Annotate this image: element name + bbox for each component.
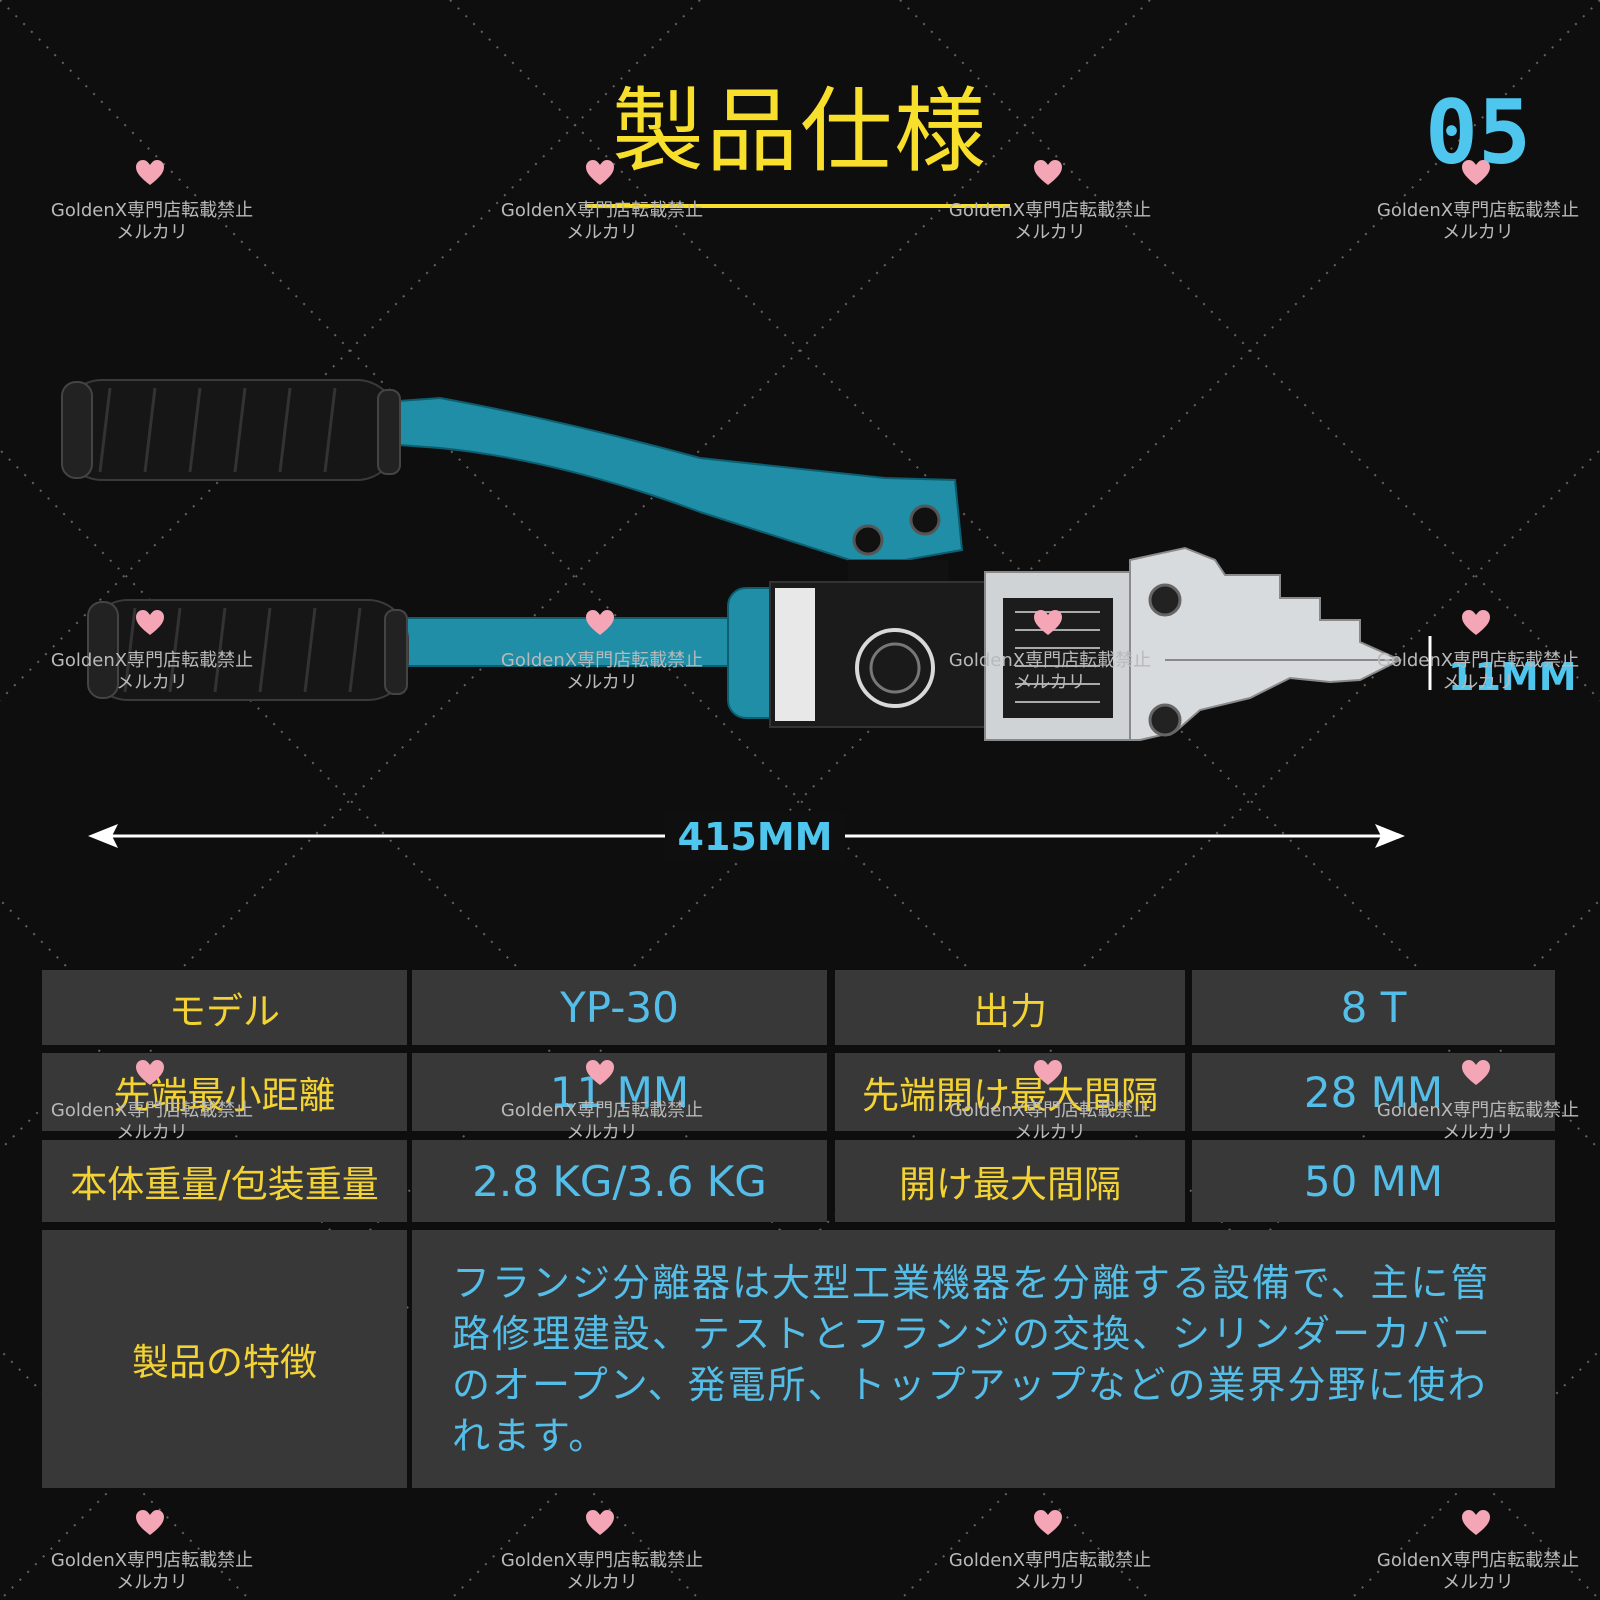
heart-icon	[1462, 1510, 1490, 1535]
spec-label-max-gap-text: 開け最大間隔	[899, 1163, 1121, 1206]
spec-value-features: フランジ分離器は大型工業機器を分離する設備で、主に管路修理建設、テストとフランジ…	[412, 1230, 1555, 1488]
watermark-line2: メルカリ	[566, 1572, 638, 1593]
watermark-line2: メルカリ	[116, 1572, 188, 1593]
spec-value-output-text: 8 T	[1340, 983, 1407, 1032]
spec-value-weight: 2.8 KG/3.6 KG	[412, 1140, 827, 1222]
watermark-line1: GoldenX専門店転載禁止	[50, 200, 254, 221]
spec-label-model-text: モデル	[169, 989, 280, 1033]
spec-label-weight-text: 本体重量/包装重量	[70, 1163, 379, 1206]
watermark-line2: メルカリ	[116, 672, 188, 693]
watermark-line1: GoldenX専門店転載禁止	[500, 1100, 704, 1121]
watermark: GoldenX専門店転載禁止 メルカリ	[1358, 1510, 1598, 1594]
watermark-line2: メルカリ	[566, 1122, 638, 1143]
spec-value-features-text: フランジ分離器は大型工業機器を分離する設備で、主に管路修理建設、テストとフランジ…	[452, 1261, 1493, 1458]
heart-icon	[136, 610, 164, 635]
spec-label-output-text: 出力	[973, 989, 1047, 1033]
watermark-line1: GoldenX専門店転載禁止	[948, 1550, 1152, 1571]
spec-label-features: 製品の特徴	[42, 1230, 407, 1488]
heart-icon	[1034, 1060, 1062, 1085]
watermark-line1: GoldenX専門店転載禁止	[50, 1550, 254, 1571]
watermark-line2: メルカリ	[1014, 222, 1086, 243]
watermark-line1: GoldenX専門店転載禁止	[50, 650, 254, 671]
hydraulic-flange-spreader-illustration	[61, 379, 1432, 741]
watermark: GoldenX専門店転載禁止 メルカリ	[930, 160, 1170, 244]
watermark: GoldenX専門店転載禁止 メルカリ	[482, 1060, 722, 1144]
watermark-line1: GoldenX専門店転載禁止	[1376, 1550, 1580, 1571]
watermark-line2: メルカリ	[566, 222, 638, 243]
watermark: GoldenX専門店転載禁止 メルカリ	[32, 610, 272, 694]
watermark-line2: メルカリ	[1014, 1572, 1086, 1593]
watermark-line2: メルカリ	[566, 672, 638, 693]
watermark-line1: GoldenX専門店転載禁止	[948, 650, 1152, 671]
watermark-line2: メルカリ	[116, 1122, 188, 1143]
watermark-line2: メルカリ	[116, 222, 188, 243]
watermark-line2: メルカリ	[1442, 672, 1514, 693]
total-length-label: 415MM	[665, 812, 845, 862]
watermark: GoldenX専門店転載禁止 メルカリ	[1358, 1060, 1598, 1144]
heart-icon	[1462, 160, 1490, 185]
heart-icon	[586, 1510, 614, 1535]
watermark-line1: GoldenX専門店転載禁止	[1376, 200, 1580, 221]
spec-label-features-text: 製品の特徴	[132, 1341, 317, 1384]
watermark: GoldenX専門店転載禁止 メルカリ	[930, 1510, 1170, 1594]
spec-value-max-tip-gap: 28 MM	[1192, 1053, 1555, 1131]
spec-value-output: 8 T	[1192, 970, 1555, 1045]
spec-label-model: モデル	[42, 970, 407, 1045]
watermark-line2: メルカリ	[1442, 222, 1514, 243]
heart-icon	[1034, 1510, 1062, 1535]
spec-value-max-tip-gap-text: 28 MM	[1303, 1067, 1444, 1117]
watermark: GoldenX専門店転載禁止 メルカリ	[482, 160, 722, 244]
heart-icon	[1462, 1060, 1490, 1085]
watermark: GoldenX専門店転載禁止 メルカリ	[482, 1510, 722, 1594]
spec-value-model-text: YP-30	[560, 983, 679, 1032]
watermark-line1: GoldenX専門店転載禁止	[500, 200, 704, 221]
spec-value-model: YP-30	[412, 970, 827, 1045]
spec-label-min-tip: 先端最小距離	[42, 1053, 407, 1131]
spec-value-max-gap: 50 MM	[1192, 1140, 1555, 1222]
watermark-line1: GoldenX専門店転載禁止	[948, 200, 1152, 221]
watermark-line1: GoldenX専門店転載禁止	[948, 1100, 1152, 1121]
watermark-line2: メルカリ	[1442, 1122, 1514, 1143]
watermark-line2: メルカリ	[1014, 672, 1086, 693]
watermark: GoldenX専門店転載禁止 メルカリ	[32, 1060, 272, 1144]
spec-label-output: 出力	[835, 970, 1185, 1045]
heart-icon	[136, 1060, 164, 1085]
watermark-line1: GoldenX専門店転載禁止	[500, 650, 704, 671]
watermark-line1: GoldenX専門店転載禁止	[50, 1100, 254, 1121]
spec-value-max-gap-text: 50 MM	[1303, 1156, 1444, 1206]
watermark: GoldenX専門店転載禁止 メルカリ	[32, 160, 272, 244]
heart-icon	[1462, 610, 1490, 635]
heart-icon	[136, 160, 164, 185]
heart-icon	[1034, 160, 1062, 185]
heart-icon	[136, 1510, 164, 1535]
spec-label-max-gap: 開け最大間隔	[835, 1140, 1185, 1222]
watermark: GoldenX専門店転載禁止 メルカリ	[32, 1510, 272, 1594]
watermark: GoldenX専門店転載禁止 メルカリ	[930, 1060, 1170, 1144]
heart-icon	[1034, 610, 1062, 635]
watermark: GoldenX専門店転載禁止 メルカリ	[1358, 610, 1598, 694]
watermark-line1: GoldenX専門店転載禁止	[500, 1550, 704, 1571]
heart-icon	[586, 160, 614, 185]
watermark: GoldenX専門店転載禁止 メルカリ	[930, 610, 1170, 694]
spec-label-max-tip-gap: 先端開け最大間隔	[835, 1053, 1185, 1131]
tip-width-label: 11MM	[1448, 655, 1577, 699]
spec-value-weight-text: 2.8 KG/3.6 KG	[472, 1156, 767, 1206]
spec-value-min-tip: 11 MM	[412, 1053, 827, 1131]
watermark: GoldenX専門店転載禁止 メルカリ	[482, 610, 722, 694]
heart-icon	[586, 610, 614, 635]
watermark: GoldenX専門店転載禁止 メルカリ	[1358, 160, 1598, 244]
spec-label-weight: 本体重量/包装重量	[42, 1140, 407, 1222]
title-underline	[585, 204, 1010, 208]
watermark-line1: GoldenX専門店転載禁止	[1376, 650, 1580, 671]
spec-value-min-tip-text: 11 MM	[549, 1067, 690, 1117]
watermark-line2: メルカリ	[1442, 1572, 1514, 1593]
spec-label-max-tip-gap-text: 先端開け最大間隔	[862, 1074, 1158, 1117]
watermark-line2: メルカリ	[1014, 1122, 1086, 1143]
heart-icon	[586, 1060, 614, 1085]
watermark-line1: GoldenX専門店転載禁止	[1376, 1100, 1580, 1121]
page-title: 製品仕様	[611, 78, 988, 185]
